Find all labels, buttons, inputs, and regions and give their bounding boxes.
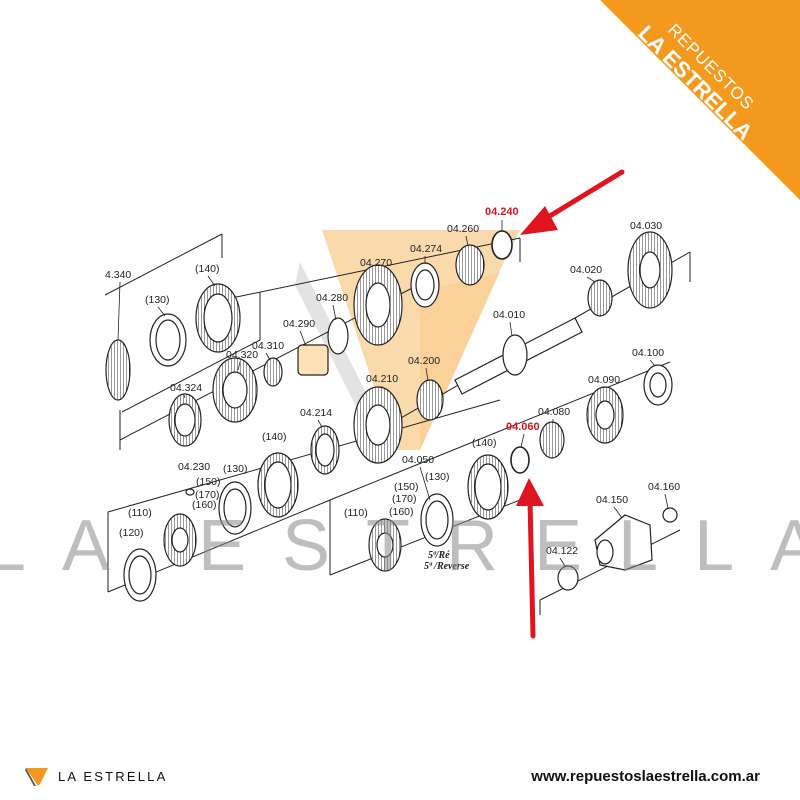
reverse-note-line2: 5ª /Reverse — [424, 561, 470, 572]
ring-130-b-inner — [223, 488, 247, 528]
brand-logo-icon — [25, 768, 48, 786]
footer-brand-name: LA ESTRELLA — [58, 769, 168, 784]
arrow-to-04-060-head — [516, 478, 544, 506]
corner-ribbon — [600, 0, 800, 200]
ring-04-274-inner — [415, 269, 435, 301]
website-url[interactable]: www.repuestoslaestrella.com.ar — [531, 768, 760, 785]
gear-04-270-inner — [365, 282, 391, 328]
hub-110-b-inner — [376, 532, 394, 558]
label-04-020: 04.020 — [570, 264, 602, 276]
label-04-274: 04.274 — [410, 243, 442, 255]
sync-ring-inner — [155, 319, 181, 361]
label-04-030: 04.030 — [630, 220, 662, 232]
flange-hub — [596, 539, 614, 565]
label-04-270: 04.270 — [360, 257, 392, 269]
label-04-200: 04.200 — [408, 355, 440, 367]
sleeve-inner — [203, 293, 233, 343]
label-04-150: 04.150 — [596, 494, 628, 506]
watermark-text: LA ESTRELLA — [0, 506, 800, 586]
label-4-340: 4.340 — [105, 269, 131, 281]
arrow-to-04-240 — [537, 169, 625, 225]
hub-110-a-inner — [171, 527, 189, 553]
nut-04-160 — [662, 507, 678, 523]
washer-04-280 — [327, 317, 349, 355]
label-170-b: (170) — [392, 493, 417, 505]
ring-04-324-inner — [174, 403, 196, 437]
label-110-a: (110) — [128, 507, 152, 519]
nut-04-122 — [557, 565, 579, 591]
ring-120-a-inner — [128, 555, 152, 595]
gear-part — [105, 339, 131, 401]
arrow-to-04-060 — [527, 497, 536, 639]
label-110-b: (110) — [344, 507, 368, 519]
spring-clip — [185, 488, 195, 496]
label-04-324: 04.324 — [170, 382, 202, 394]
sleeve-140-c-inner — [474, 463, 502, 511]
hub-inner — [222, 371, 248, 409]
label-04-214: 04.214 — [300, 407, 332, 419]
label-04-290: 04.290 — [283, 318, 315, 330]
bearing-04-200 — [416, 379, 444, 421]
bearing-04-100-inner — [649, 372, 667, 398]
label-04-260: 04.260 — [447, 223, 479, 235]
reverse-note-line1: 5ª/Ré — [428, 550, 450, 561]
shaft-collar — [502, 334, 528, 376]
label-04-210: 04.210 — [366, 373, 398, 385]
label-04-230: 04.230 — [178, 461, 210, 473]
label-04-320: 04.320 — [226, 349, 258, 361]
label-170-a: (170) — [195, 489, 220, 501]
arrow-to-04-240-head — [520, 206, 558, 235]
bearing-04-260 — [455, 244, 485, 286]
label-160-b: (160) — [389, 506, 414, 518]
bushing-04-290 — [297, 344, 329, 376]
ring-04-214-inner — [315, 433, 335, 467]
red-arrows — [516, 169, 625, 639]
bearing-04-310 — [263, 357, 283, 387]
circlip-04-060 — [510, 446, 530, 474]
label-04-310: 04.310 — [252, 340, 284, 352]
label-120-a: (120) — [119, 527, 144, 539]
sleeve-140-b-inner — [264, 461, 292, 509]
label-04-160: 04.160 — [648, 481, 680, 493]
label-04-080: 04.080 — [538, 406, 570, 418]
part-labels: 4.340 (140) (130) 04.320 04.324 04.310 0… — [105, 206, 680, 572]
leader-lines — [117, 220, 669, 567]
label-140-b: (140) — [262, 431, 287, 443]
label-04-100: 04.100 — [632, 347, 664, 359]
bearing-04-020 — [587, 279, 613, 317]
label-04-122: 04.122 — [546, 545, 578, 557]
ring-130-c-inner — [425, 500, 449, 540]
label-140-a: (140) — [195, 263, 220, 275]
label-130-c: (130) — [425, 471, 450, 483]
label-04-280: 04.280 — [316, 292, 348, 304]
circlip-04-240 — [491, 230, 513, 260]
label-04-010: 04.010 — [493, 309, 525, 321]
label-130-b: (130) — [223, 463, 248, 475]
parts-group — [105, 230, 678, 602]
gear-04-090-inner — [595, 400, 615, 430]
label-140-c: (140) — [472, 437, 497, 449]
label-150-a: (150) — [196, 476, 221, 488]
bearing-04-080 — [539, 421, 565, 459]
label-150-b: (150) — [394, 481, 419, 493]
label-04-240: 04.240 — [485, 206, 519, 218]
svg-text:LA ESTRELLA: LA ESTRELLA — [0, 506, 800, 586]
label-04-090: 04.090 — [588, 374, 620, 386]
gear-04-210-inner — [365, 404, 391, 446]
label-130-a: (130) — [145, 294, 170, 306]
label-04-060: 04.060 — [506, 421, 540, 433]
label-04-050: 04.050 — [402, 454, 434, 466]
gear-04-030-inner — [639, 251, 661, 289]
label-160-a: (160) — [192, 499, 217, 511]
